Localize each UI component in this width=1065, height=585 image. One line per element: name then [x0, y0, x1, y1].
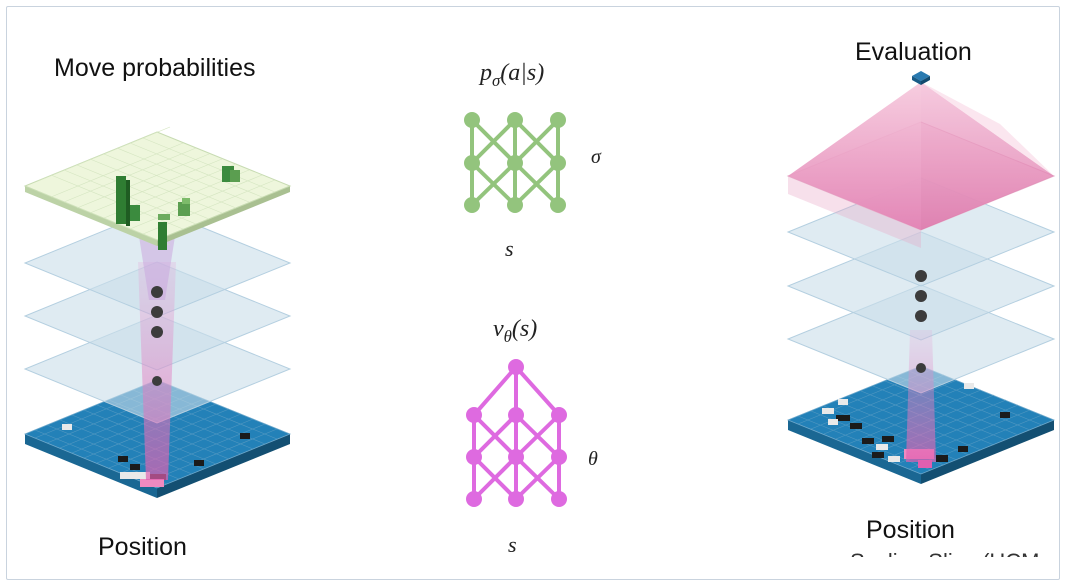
- probability-bar: [130, 205, 140, 221]
- value-input-s: s: [508, 532, 517, 557]
- black-stone: [936, 455, 948, 462]
- probability-bar: [178, 202, 190, 216]
- value-network-nodes: [466, 359, 567, 507]
- clipped-caption-container: Scaling Slice (HCM: [850, 549, 1055, 557]
- move-probabilities-label: Move probabilities: [54, 54, 256, 82]
- black-stone: [882, 436, 894, 442]
- black-stone: [194, 460, 204, 466]
- black-stone: [240, 433, 250, 439]
- evaluation-output-cube: [912, 71, 930, 85]
- black-stone: [862, 438, 874, 444]
- evaluation-label: Evaluation: [855, 38, 972, 66]
- clipped-caption: Scaling Slice (HCM: [850, 549, 1040, 557]
- evaluation-pyramid: [786, 82, 1056, 248]
- layer-ellipsis-dots: [915, 270, 927, 373]
- highlight-region: [140, 479, 164, 487]
- black-stone: [958, 446, 968, 452]
- policy-formula: pσ(a|s): [480, 60, 545, 90]
- black-stone: [850, 423, 862, 429]
- black-stone: [836, 415, 850, 421]
- figure-frame: [6, 6, 1060, 580]
- black-stone: [1000, 412, 1010, 418]
- probability-bar: [116, 176, 126, 224]
- white-stone: [888, 456, 900, 462]
- probability-bar: [158, 222, 167, 250]
- black-stone: [130, 464, 140, 470]
- white-stone: [964, 383, 974, 389]
- value-formula: vθ(s): [493, 316, 538, 346]
- value-position-label: Position: [866, 516, 955, 544]
- layer-ellipsis-dots: [151, 286, 163, 386]
- policy-position-label: Position: [98, 533, 187, 561]
- policy-parameter-sigma: σ: [591, 146, 601, 168]
- policy-network-nodes: [464, 112, 566, 213]
- policy-input-s: s: [505, 236, 514, 261]
- white-stone: [120, 472, 150, 479]
- white-stone: [822, 408, 834, 414]
- white-stone: [62, 424, 72, 430]
- white-stone: [838, 399, 848, 405]
- value-parameter-theta: θ: [588, 448, 598, 470]
- receptive-field-beam: [138, 262, 176, 480]
- black-stone: [118, 456, 128, 462]
- move-probability-plane: [23, 126, 292, 246]
- receptive-field-beam: [906, 330, 936, 462]
- move-probability-bars: [116, 166, 240, 250]
- white-stone: [828, 419, 838, 425]
- white-stone: [876, 444, 888, 450]
- black-stone: [872, 452, 884, 458]
